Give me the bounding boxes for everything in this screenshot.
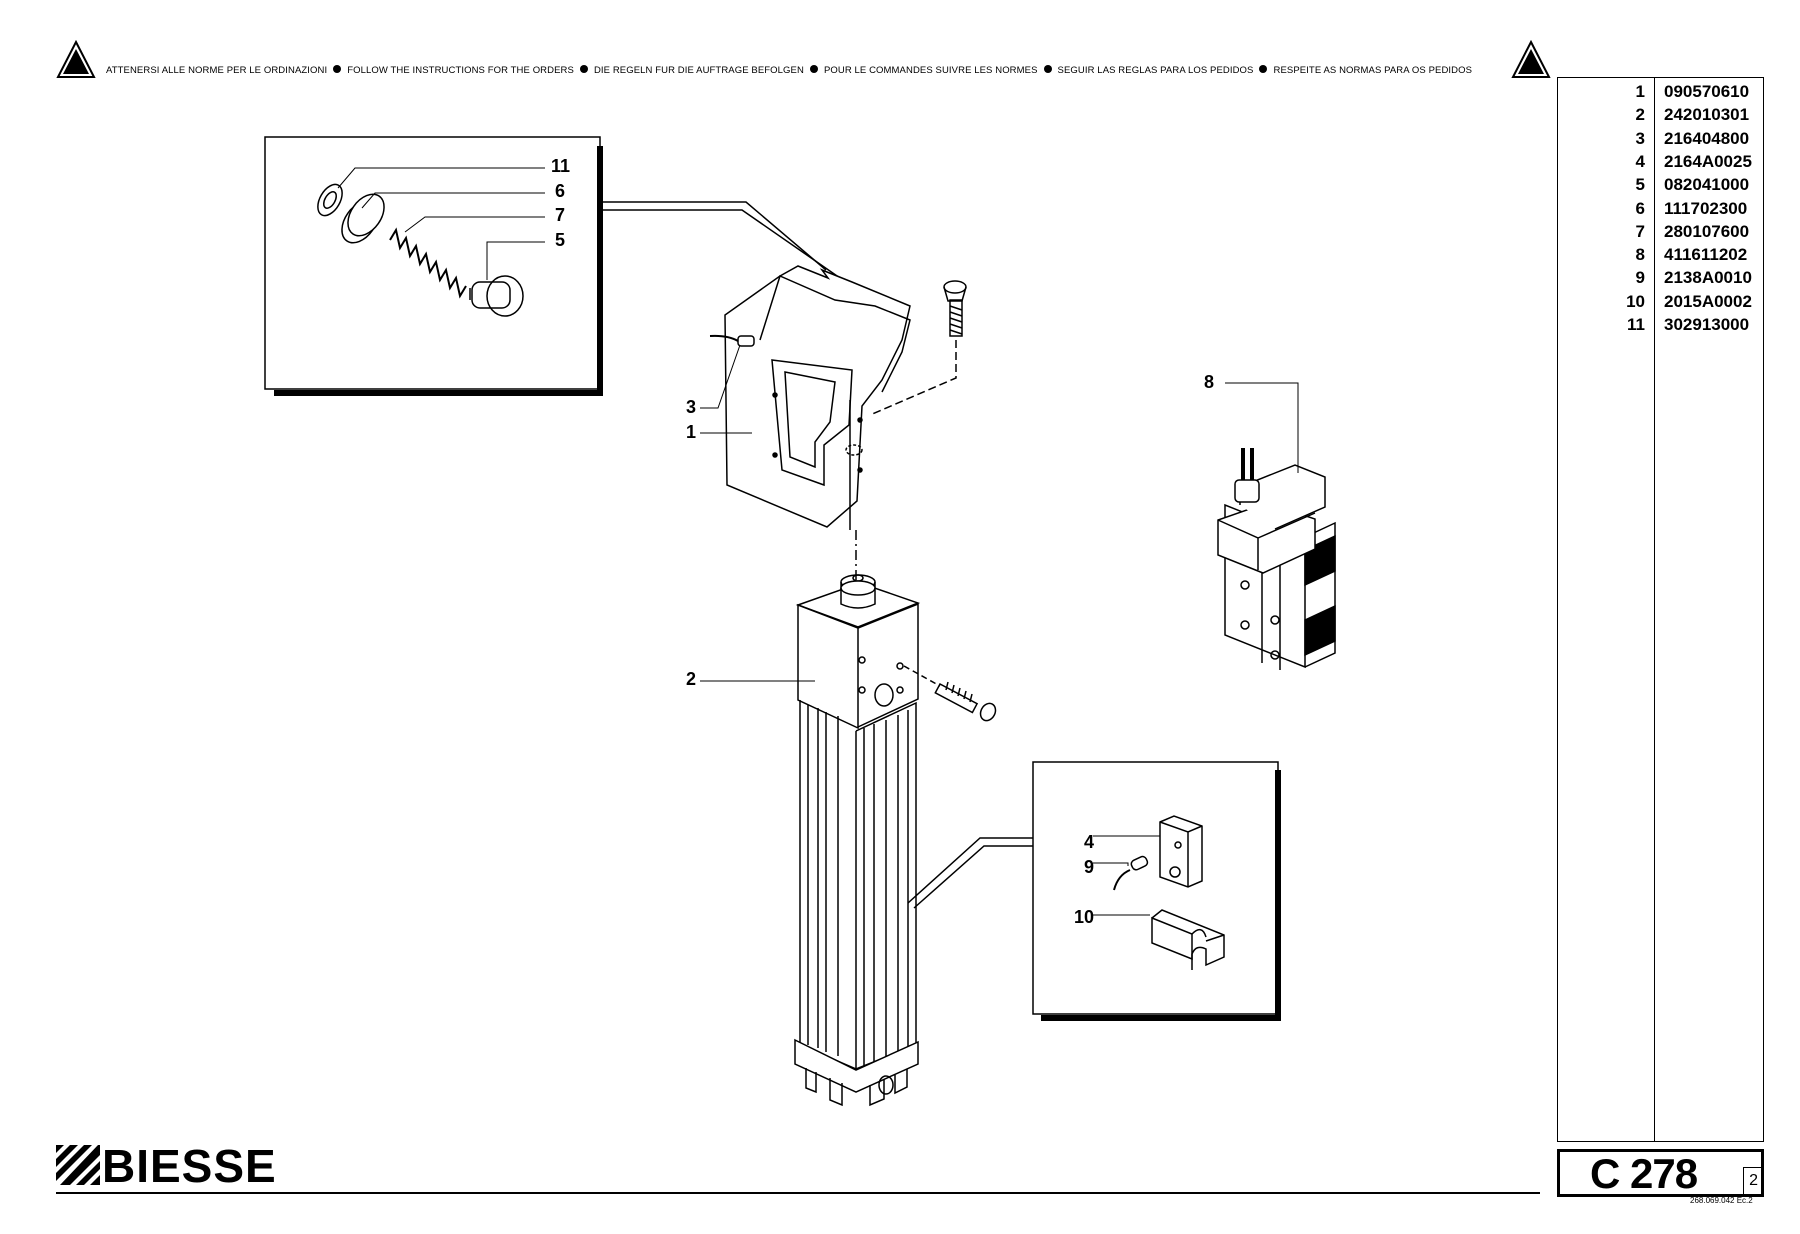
bottom-rule bbox=[56, 1192, 1540, 1194]
instruction-it: ATTENERSI ALLE NORME PER LE ORDINAZIONI bbox=[106, 65, 328, 76]
part-code: 2164A0025 bbox=[1664, 151, 1752, 171]
table-row: 6 111702300 bbox=[1558, 199, 1763, 222]
part-code: 411611202 bbox=[1664, 245, 1748, 265]
holder-part-10 bbox=[1151, 909, 1225, 970]
sheet-code: C 278 bbox=[1590, 1150, 1698, 1197]
part-position: 8 bbox=[1635, 245, 1645, 265]
part-position: 1 bbox=[1635, 82, 1645, 101]
sensor-part-3 bbox=[709, 334, 755, 347]
brand-name: BIESSE bbox=[102, 1140, 277, 1192]
detail-leaders-bottom bbox=[1093, 835, 1160, 916]
callout-7: 7 bbox=[555, 205, 566, 225]
screw-side bbox=[903, 665, 997, 722]
table-row: 7 280107600 bbox=[1558, 222, 1763, 245]
detail-leaders bbox=[337, 167, 545, 280]
callout-5: 5 bbox=[555, 230, 566, 250]
part-position: 6 bbox=[1635, 198, 1645, 218]
valve-part-8 bbox=[1217, 382, 1336, 670]
sheet-page: 2 bbox=[1749, 1172, 1758, 1189]
part-position: 5 bbox=[1635, 175, 1645, 195]
part-code: 280107600 bbox=[1664, 221, 1750, 241]
cylinder-part-2 bbox=[794, 574, 921, 1107]
part-position: 10 bbox=[1626, 291, 1645, 311]
part-code: 242010301 bbox=[1664, 105, 1750, 125]
table-row: 3 216404800 bbox=[1558, 129, 1763, 152]
table-row: 2 242010301 bbox=[1558, 105, 1763, 128]
sensor-part-9 bbox=[1113, 855, 1149, 891]
table-row: 1 090570610 bbox=[1558, 82, 1763, 105]
instruction-fr: POUR LE COMMANDES SUIVRE LES NORMES bbox=[823, 65, 1038, 76]
detail-box-top bbox=[264, 136, 841, 396]
part-position: 11 bbox=[1627, 315, 1645, 334]
part-code: 082041000 bbox=[1664, 175, 1750, 195]
brand-logo: BIESSE bbox=[56, 1140, 296, 1192]
callout-2: 2 bbox=[686, 669, 697, 689]
part-position: 9 bbox=[1635, 268, 1645, 288]
callout-3: 3 bbox=[686, 397, 697, 417]
warning-triangle-icon bbox=[56, 40, 96, 78]
spring-part-7 bbox=[389, 227, 467, 299]
table-row: 11 302913000 bbox=[1558, 315, 1763, 338]
part-code: 090570610 bbox=[1664, 82, 1750, 101]
instruction-de: DIE REGELN FUR DIE AUFTRAGE BEFOLGEN bbox=[593, 65, 804, 76]
callout-11: 11 bbox=[551, 156, 571, 176]
drawing-number: 268.069.042 Ec.2 bbox=[1690, 1196, 1753, 1205]
callout-10: 10 bbox=[1074, 907, 1095, 927]
part-code: 216404800 bbox=[1664, 128, 1750, 148]
part-position: 4 bbox=[1635, 151, 1645, 171]
instruction-pt: RESPEITE AS NORMAS PARA OS PEDIDOS bbox=[1273, 65, 1473, 76]
screw-top bbox=[869, 280, 967, 416]
part-position: 2 bbox=[1635, 105, 1645, 125]
main-leaders bbox=[700, 344, 815, 682]
table-row: 9 2138A0010 bbox=[1558, 268, 1763, 291]
exploded-assembly-drawing bbox=[264, 136, 1336, 1107]
part-code: 2138A0010 bbox=[1664, 268, 1752, 288]
sheet-page-box bbox=[1743, 1167, 1761, 1194]
callout-4: 4 bbox=[1084, 832, 1095, 852]
part-code: 2015A0002 bbox=[1664, 291, 1752, 311]
callout-9: 9 bbox=[1084, 857, 1095, 877]
parts-list-table: 1 090570610 2 242010301 3 216404800 4 2164A0025… bbox=[1557, 77, 1764, 1142]
table-row: 10 2015A0002 bbox=[1558, 292, 1763, 315]
table-row: 4 2164A0025 bbox=[1558, 152, 1763, 175]
clamp-part-4 bbox=[1159, 815, 1203, 888]
instruction-en: FOLLOW THE INSTRUCTIONS FOR THE ORDERS bbox=[347, 65, 574, 76]
instructions-text: ATTENERSI ALLE NORME PER LE ORDINAZIONI F… bbox=[106, 65, 1501, 76]
part-position: 3 bbox=[1635, 128, 1645, 148]
sheet-number-box: C 278 2 bbox=[1557, 1149, 1764, 1197]
part-code: 111702300 bbox=[1664, 198, 1748, 218]
pin-part-5 bbox=[469, 275, 524, 317]
part-code: 302913000 bbox=[1664, 315, 1750, 334]
header-instructions: ATTENERSI ALLE NORME PER LE ORDINAZIONI F… bbox=[56, 40, 1551, 80]
table-divider bbox=[1654, 78, 1655, 1141]
disc-part-6 bbox=[341, 193, 385, 244]
callout-8: 8 bbox=[1204, 372, 1215, 392]
logo-mark-icon bbox=[56, 1145, 100, 1185]
instruction-es: SEGUIR LAS REGLAS PARA LOS PEDIDOS bbox=[1057, 65, 1254, 76]
detail-box-bottom bbox=[907, 761, 1281, 1021]
bracket-part-1 bbox=[724, 265, 911, 530]
part-position: 7 bbox=[1635, 221, 1645, 241]
table-row: 8 411611202 bbox=[1558, 245, 1763, 268]
callout-1: 1 bbox=[686, 422, 697, 442]
warning-triangle-icon bbox=[1511, 40, 1551, 78]
table-row: 5 082041000 bbox=[1558, 175, 1763, 198]
callout-6: 6 bbox=[555, 181, 566, 201]
washer-part-11 bbox=[317, 183, 343, 217]
